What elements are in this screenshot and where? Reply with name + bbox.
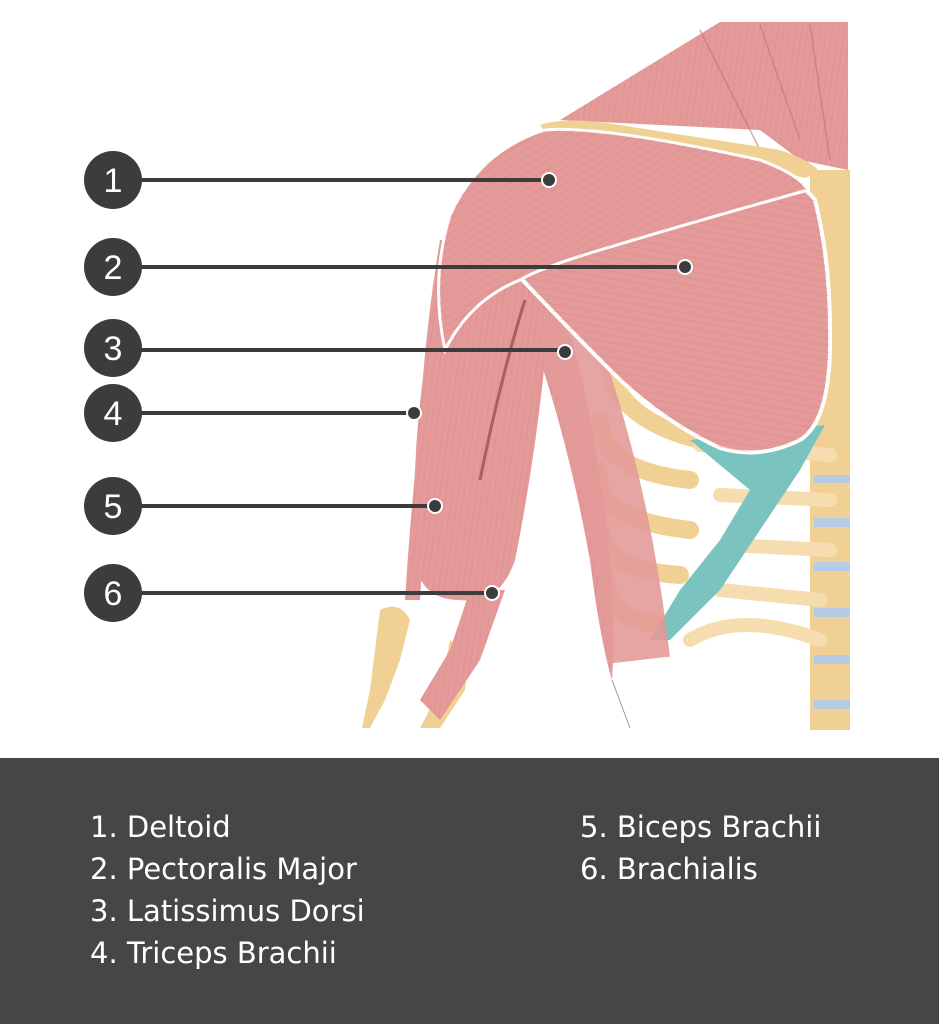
marker-number: 5 xyxy=(104,488,123,526)
legend-item-pectoralis-major: 2. Pectoralis Major xyxy=(90,852,357,886)
spine-discs xyxy=(814,475,850,709)
marker-number: 1 xyxy=(104,162,123,200)
marker-6: 6 xyxy=(84,564,500,622)
marker-number: 4 xyxy=(104,395,123,433)
legend-item-deltoid: 1. Deltoid xyxy=(90,810,231,844)
costal-cartilage xyxy=(650,425,825,640)
marker-number: 3 xyxy=(104,330,123,368)
legend-item-latissimus-dorsi: 3. Latissimus Dorsi xyxy=(90,894,365,928)
legend-item-biceps-brachii: 5. Biceps Brachii xyxy=(580,810,822,844)
neck-muscles xyxy=(560,22,848,170)
label-markers: 1 2 3 4 5 6 xyxy=(84,151,693,622)
marker-5: 5 xyxy=(84,477,443,535)
marker-4: 4 xyxy=(84,384,422,442)
legend-item-brachialis: 6. Brachialis xyxy=(580,852,758,886)
marker-3: 3 xyxy=(84,319,573,377)
marker-number: 6 xyxy=(104,575,123,613)
marker-number: 2 xyxy=(104,249,123,287)
marker-2: 2 xyxy=(84,238,693,296)
legend-panel: 1. Deltoid 2. Pectoralis Major 3. Latiss… xyxy=(0,758,939,1024)
anatomy-illustration: 1 2 3 4 5 6 xyxy=(84,22,850,730)
marker-1: 1 xyxy=(84,151,557,209)
legend-item-triceps-brachii: 4. Triceps Brachii xyxy=(90,936,337,970)
